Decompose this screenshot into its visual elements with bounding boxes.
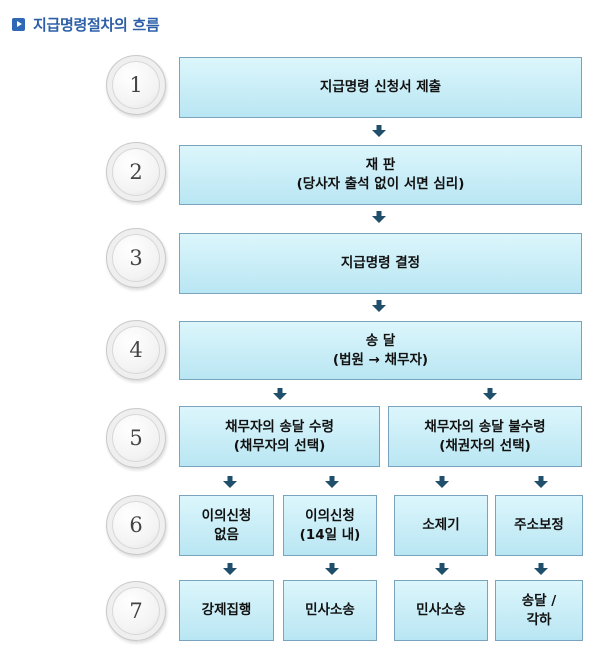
step-2-line1: 재 판 <box>365 157 396 173</box>
step-3-label: 지급명령 결정 <box>340 255 421 271</box>
step-2-line2: (당사자 출석 없이 서면 심리) <box>296 176 465 192</box>
arrow-down-icon <box>534 476 548 488</box>
step-number: 4 <box>129 338 143 362</box>
step-7-box-2: 민사소송 <box>283 580 377 641</box>
step-6-box-2-line1: 이의신청 <box>305 507 355 524</box>
step-circle-4: 4 <box>106 320 166 380</box>
arrow-down-icon <box>435 563 449 575</box>
step-6-box-1-line2: 없음 <box>214 526 239 543</box>
arrow-down-icon <box>372 300 386 312</box>
step-number: 6 <box>129 513 143 537</box>
step-6-box-3-line1: 소제기 <box>422 517 460 533</box>
arrow-down-icon <box>223 476 237 488</box>
step-5-left-line1: 채무자의 송달 수령 <box>225 418 334 435</box>
step-1-label: 지급명령 신청서 제출 <box>319 79 442 95</box>
bullet-arrow-icon <box>12 17 25 31</box>
step-2-box: 재 판 (당사자 출석 없이 서면 심리) <box>179 145 582 205</box>
step-5-right-line1: 채무자의 송달 불수령 <box>424 418 546 435</box>
step-number: 5 <box>129 426 143 450</box>
arrow-down-icon <box>325 563 339 575</box>
step-7-box-1: 강제집행 <box>179 580 274 641</box>
step-6-box-2: 이의신청 (14일 내) <box>283 495 377 556</box>
step-6-box-2-line2: (14일 내) <box>299 526 361 543</box>
step-4-box: 송 달 (법원 → 채무자) <box>179 321 582 380</box>
step-circle-6: 6 <box>106 495 166 555</box>
arrow-down-icon <box>223 563 237 575</box>
arrow-down-icon <box>273 388 287 400</box>
step-1-box: 지급명령 신청서 제출 <box>179 57 582 118</box>
step-3-box: 지급명령 결정 <box>179 233 582 294</box>
step-5-right-box: 채무자의 송달 불수령 (채권자의 선택) <box>388 406 582 467</box>
page-title-row: 지급명령절차의 흐름 <box>12 13 160 35</box>
step-number: 1 <box>129 73 143 97</box>
step-circle-7: 7 <box>106 581 166 641</box>
step-7-box-1-line1: 강제집행 <box>201 602 252 618</box>
step-6-box-1-line1: 이의신청 <box>201 507 252 524</box>
arrow-down-icon <box>372 125 386 137</box>
step-7-box-4-line2: 각하 <box>526 611 552 628</box>
step-5-left-line2: (채무자의 선택) <box>233 437 326 454</box>
step-circle-1: 1 <box>106 55 166 115</box>
step-circle-3: 3 <box>106 228 166 288</box>
arrow-down-icon <box>534 563 548 575</box>
step-number: 3 <box>129 246 143 270</box>
step-6-box-3: 소제기 <box>394 495 488 556</box>
arrow-down-icon <box>372 211 386 223</box>
step-7-box-2-line1: 민사소송 <box>305 602 355 618</box>
step-6-box-4: 주소보정 <box>495 495 583 556</box>
step-7-box-4-line1: 송달 / <box>521 592 557 609</box>
step-5-right-line2: (채권자의 선택) <box>439 437 531 454</box>
step-4-line1: 송 달 <box>365 332 396 349</box>
step-number: 7 <box>129 599 143 623</box>
step-7-box-3: 민사소송 <box>394 580 488 641</box>
page-title: 지급명령절차의 흐름 <box>33 15 160 34</box>
arrow-down-icon <box>483 388 497 400</box>
step-6-box-1: 이의신청 없음 <box>179 495 274 556</box>
step-4-line2: (법원 → 채무자) <box>332 351 429 368</box>
step-circle-5: 5 <box>106 408 166 468</box>
step-circle-2: 2 <box>106 142 166 202</box>
step-7-box-4: 송달 / 각하 <box>495 580 583 641</box>
step-7-box-3-line1: 민사소송 <box>416 602 466 618</box>
step-6-box-4-line1: 주소보정 <box>514 517 564 533</box>
step-number: 2 <box>129 160 143 184</box>
step-5-left-box: 채무자의 송달 수령 (채무자의 선택) <box>179 406 380 467</box>
arrow-down-icon <box>325 476 339 488</box>
arrow-down-icon <box>435 476 449 488</box>
